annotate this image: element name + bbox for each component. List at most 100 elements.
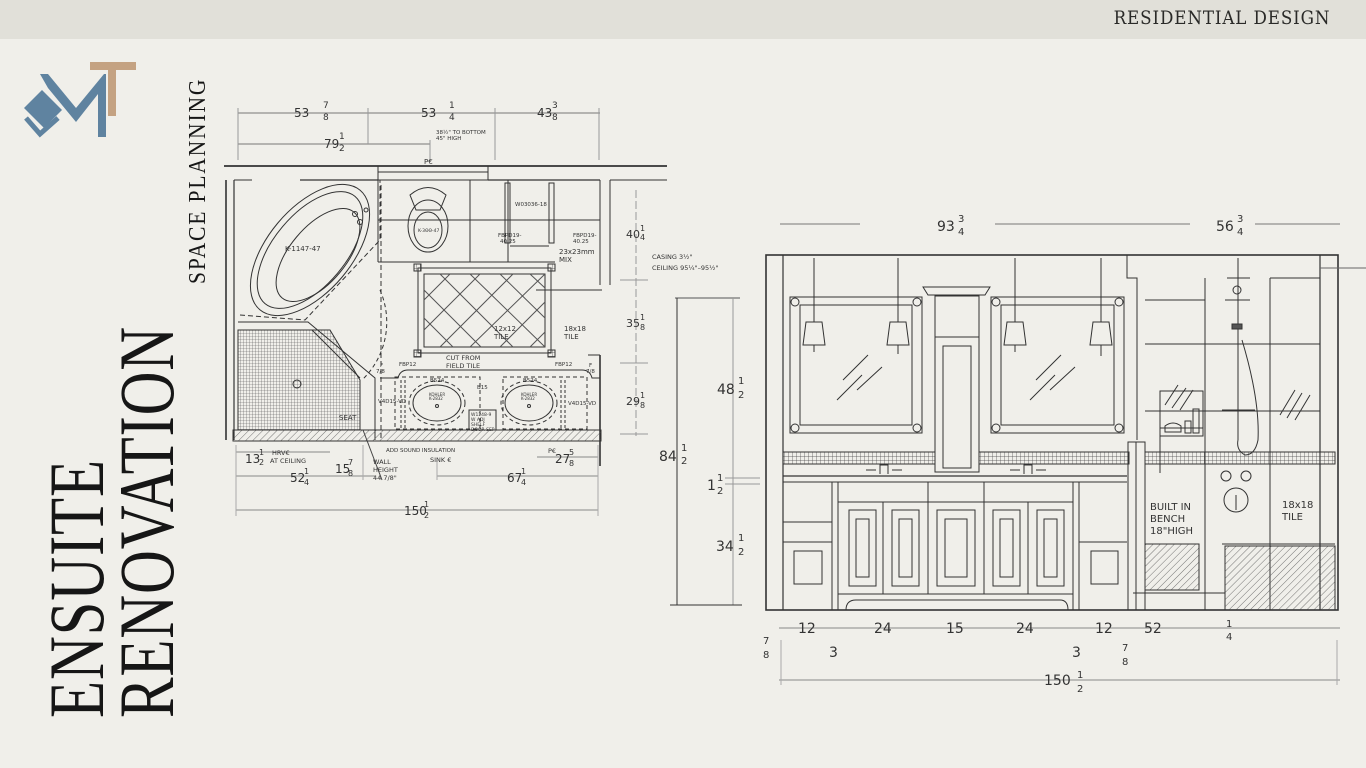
dim-num: 1 bbox=[259, 448, 264, 457]
dim-52-1-4: 52 bbox=[290, 471, 305, 485]
dim-num: 1 bbox=[738, 533, 744, 544]
tile-label: TILE bbox=[493, 333, 509, 341]
dim-num: 1 bbox=[640, 224, 645, 233]
dim-den: 4 bbox=[1237, 227, 1243, 238]
dim-den: 8 bbox=[1122, 657, 1128, 668]
dim-num: 3 bbox=[1237, 214, 1243, 225]
mt-logo-icon bbox=[24, 62, 136, 138]
dim-den: 8 bbox=[763, 650, 769, 661]
title-renovation: RENOVATION bbox=[103, 325, 190, 718]
dim-3: 3 bbox=[829, 645, 838, 661]
w1248-label: DOOR SEP bbox=[471, 427, 495, 433]
hrv-label: AT CEILING bbox=[270, 457, 306, 465]
note-window-height: 45" HIGH bbox=[436, 136, 461, 142]
tile-label: 18x18 bbox=[1282, 500, 1313, 511]
dim-den: 4 bbox=[449, 113, 455, 123]
dim-num: 3 bbox=[552, 101, 558, 111]
b524-label: B524 bbox=[430, 378, 445, 384]
tile-label: TILE bbox=[1281, 512, 1303, 523]
dim-53-7-8: 53 bbox=[294, 106, 309, 120]
wall-height-label: HEIGHT bbox=[373, 466, 398, 474]
dim-num: 1 bbox=[717, 473, 723, 484]
w1248-label: W1248-9 bbox=[471, 412, 492, 418]
dim-den: 8 bbox=[323, 113, 329, 123]
ceiling-note: CEILING 95¼"–95½" bbox=[652, 264, 718, 272]
tub-label: K-1147-47 bbox=[285, 245, 321, 253]
dim-13-1-2: 13 bbox=[245, 452, 260, 466]
dim-79-1-2: 79 bbox=[324, 137, 339, 151]
sink-centerline-label: SINK € bbox=[430, 456, 451, 464]
dim-48-1-2: 48 bbox=[717, 382, 735, 398]
kohler-label: K-2832 bbox=[429, 396, 443, 401]
dim-29-1-8: 29 bbox=[626, 395, 640, 408]
dim-num: 7 bbox=[348, 458, 353, 467]
kohler-label: KOHLER bbox=[429, 392, 445, 397]
dim-den: 2 bbox=[424, 511, 429, 520]
dim-den: 4 bbox=[304, 478, 309, 487]
dim-den: 2 bbox=[738, 547, 744, 558]
fbp12-label: FBP12 bbox=[399, 362, 416, 368]
kohler-label: K-2832 bbox=[521, 396, 535, 401]
dim-den: 8 bbox=[640, 323, 645, 332]
dim-den: 8 bbox=[569, 459, 574, 468]
w1248-label: W ADJ bbox=[471, 417, 485, 423]
bench-label: BENCH bbox=[1150, 514, 1185, 525]
toilet-label: K-3ΘΘ-47 bbox=[418, 228, 440, 234]
dim-den: 4 bbox=[640, 233, 645, 242]
dim-84-1-2: 84 bbox=[659, 449, 677, 465]
window-code: W03036-18 bbox=[515, 202, 547, 208]
dim-num: 1 bbox=[681, 443, 687, 454]
f-label: F bbox=[380, 363, 383, 369]
dim-56-3-4: 56 bbox=[1216, 219, 1234, 235]
dim-den: 8 bbox=[552, 113, 558, 123]
b524-label: B524 bbox=[523, 378, 538, 384]
b15-label: B15 bbox=[477, 385, 488, 391]
dim-num: 1 bbox=[424, 500, 429, 509]
dim-15: 15 bbox=[946, 621, 964, 637]
subtitle-space-planning: SPACE PLANNING bbox=[185, 77, 211, 284]
kohler-label: KOHLER bbox=[521, 392, 537, 397]
bench-label: BUILT IN bbox=[1150, 502, 1191, 513]
dim-27-5-8: 27 bbox=[555, 452, 570, 466]
dim-den: 2 bbox=[339, 144, 345, 154]
hrv-label: HRV€ bbox=[272, 449, 290, 457]
dim-num: 7 bbox=[323, 101, 329, 111]
cut-label: FIELD TILE bbox=[446, 362, 480, 370]
dim-40-1-4: 40 bbox=[626, 228, 640, 241]
dim-num: 7 bbox=[1122, 643, 1128, 654]
dim-52-1-4: 52 bbox=[1144, 621, 1162, 637]
dim-den: 8 bbox=[348, 469, 353, 478]
dim-53-1-4: 53 bbox=[421, 106, 436, 120]
tile-label: 18x18 bbox=[564, 325, 586, 333]
mix-label: MIX bbox=[559, 256, 572, 264]
dim-num: 1 bbox=[339, 132, 345, 142]
sound-insulation-note: ADD SOUND INSULATION bbox=[386, 448, 455, 454]
dim-67-1-4: 67 bbox=[507, 471, 522, 485]
cut-label: CUT FROM bbox=[446, 354, 480, 362]
dim-35-1-8: 35 bbox=[626, 317, 640, 330]
dim-1-1-2: 1 bbox=[707, 478, 716, 494]
fbp-label: FBPD19- bbox=[573, 233, 596, 239]
note-window: 38½" TO BOTTOM bbox=[436, 129, 486, 136]
dim-den: 4 bbox=[958, 227, 964, 238]
dim-den: 8 bbox=[640, 401, 645, 410]
tile-label: 12x12 bbox=[494, 325, 516, 333]
dim-num: 1 bbox=[449, 101, 455, 111]
dim-24: 24 bbox=[1016, 621, 1034, 637]
dim-den: 2 bbox=[717, 486, 723, 497]
dim-num: 1 bbox=[738, 376, 744, 387]
wall-height-label: 44 7/8" bbox=[373, 474, 397, 482]
dim-24: 24 bbox=[874, 621, 892, 637]
f-label: 7/8 bbox=[586, 369, 595, 375]
dim-150-1-2: 150 bbox=[1044, 673, 1071, 689]
pc-label: P€ bbox=[424, 158, 433, 166]
dim-den: 2 bbox=[1077, 684, 1083, 695]
w1248-label: SHELF bbox=[471, 422, 486, 428]
brand-label: RESIDENTIAL DESIGN bbox=[1113, 7, 1330, 29]
dim-num: 3 bbox=[958, 214, 964, 225]
wall-height-label: WALL bbox=[373, 458, 391, 466]
dim-den: 2 bbox=[681, 456, 687, 467]
dim-34-1-2: 34 bbox=[716, 539, 734, 555]
dim-num: 1 bbox=[1226, 619, 1232, 630]
dim-num: 1 bbox=[640, 313, 645, 322]
